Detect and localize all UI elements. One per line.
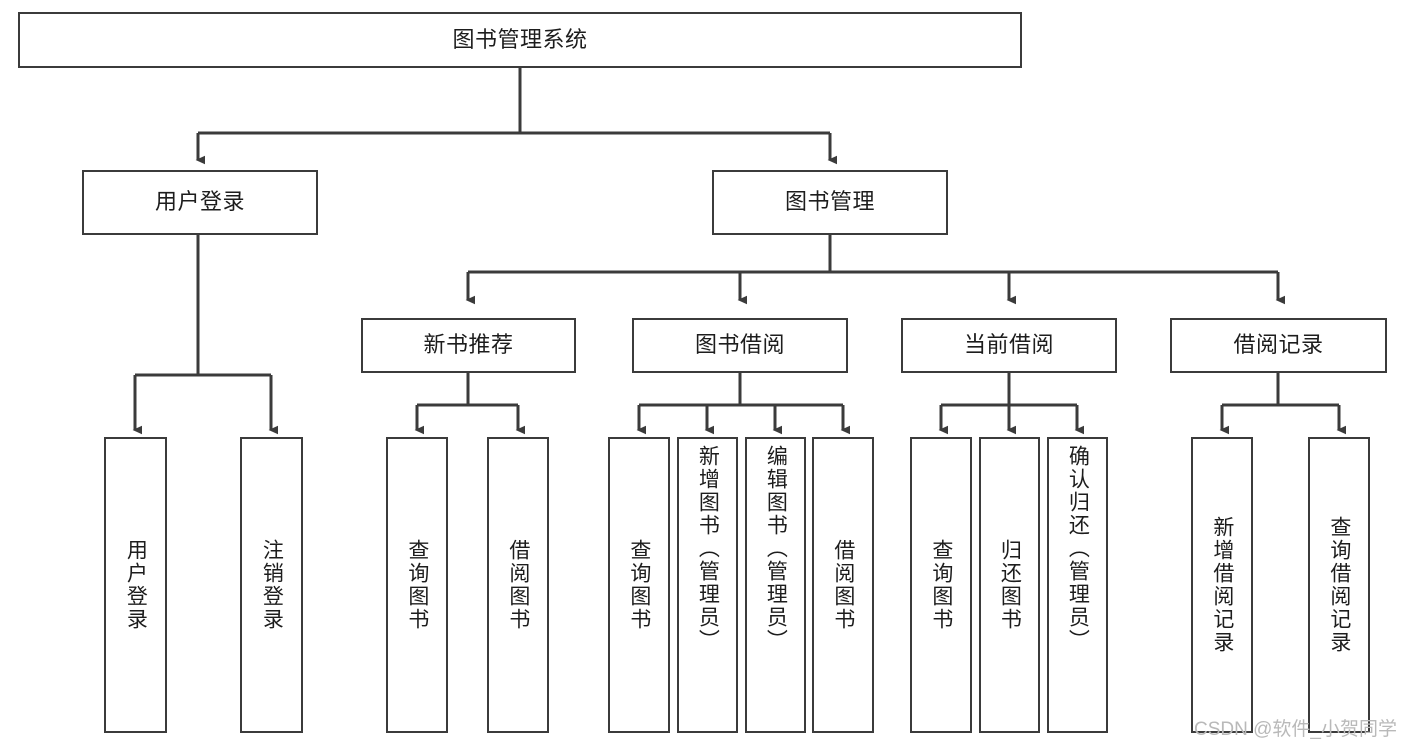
node-label: 查询图书 [405, 539, 429, 631]
node-leaf-borrow-book[interactable]: 借阅图书 [812, 437, 874, 733]
node-leaf-edit-book-admin[interactable]: 编辑图书（管理员） [745, 437, 806, 733]
node-label: 借阅记录 [1233, 332, 1324, 358]
node-label: 归还图书 [998, 539, 1022, 631]
node-label: 图书管理 [784, 189, 875, 215]
node-leaf-query-book-recommend[interactable]: 查询图书 [386, 437, 448, 733]
node-label: 新增借阅记录 [1210, 516, 1234, 654]
node-label: 借阅图书 [831, 539, 855, 631]
node-new-book-recommend[interactable]: 新书推荐 [361, 318, 576, 373]
node-book-management[interactable]: 图书管理 [712, 170, 948, 235]
node-leaf-query-book-current[interactable]: 查询图书 [910, 437, 972, 733]
node-leaf-query-book-borrow[interactable]: 查询图书 [608, 437, 670, 733]
node-label: 图书管理系统 [452, 26, 588, 52]
node-label: 用户登录 [124, 539, 148, 631]
node-leaf-add-book-admin[interactable]: 新增图书（管理员） [677, 437, 738, 733]
node-label: 编辑图书（管理员） [764, 445, 788, 652]
node-book-borrow[interactable]: 图书借阅 [632, 318, 848, 373]
node-label: 注销登录 [260, 539, 284, 631]
node-label: 借阅图书 [506, 539, 530, 631]
node-leaf-confirm-return-admin[interactable]: 确认归还（管理员） [1047, 437, 1108, 733]
node-label: 查询图书 [929, 539, 953, 631]
node-label: 新增图书（管理员） [696, 445, 720, 652]
node-label: 新书推荐 [423, 332, 514, 358]
node-leaf-borrow-book-recommend[interactable]: 借阅图书 [487, 437, 549, 733]
node-root-book-management-system[interactable]: 图书管理系统 [18, 12, 1022, 68]
node-label: 用户登录 [154, 189, 245, 215]
node-current-borrow[interactable]: 当前借阅 [901, 318, 1117, 373]
node-leaf-logout[interactable]: 注销登录 [240, 437, 303, 733]
node-label: 查询借阅记录 [1327, 516, 1351, 654]
node-label: 图书借阅 [694, 332, 785, 358]
node-leaf-add-borrow-record[interactable]: 新增借阅记录 [1191, 437, 1253, 733]
node-label: 当前借阅 [963, 332, 1054, 358]
node-leaf-return-book[interactable]: 归还图书 [979, 437, 1040, 733]
node-leaf-query-borrow-record[interactable]: 查询借阅记录 [1308, 437, 1370, 733]
node-borrow-record[interactable]: 借阅记录 [1170, 318, 1387, 373]
node-label: 确认归还（管理员） [1066, 445, 1090, 652]
node-user-login[interactable]: 用户登录 [82, 170, 318, 235]
node-label: 查询图书 [627, 539, 651, 631]
node-leaf-user-login[interactable]: 用户登录 [104, 437, 167, 733]
